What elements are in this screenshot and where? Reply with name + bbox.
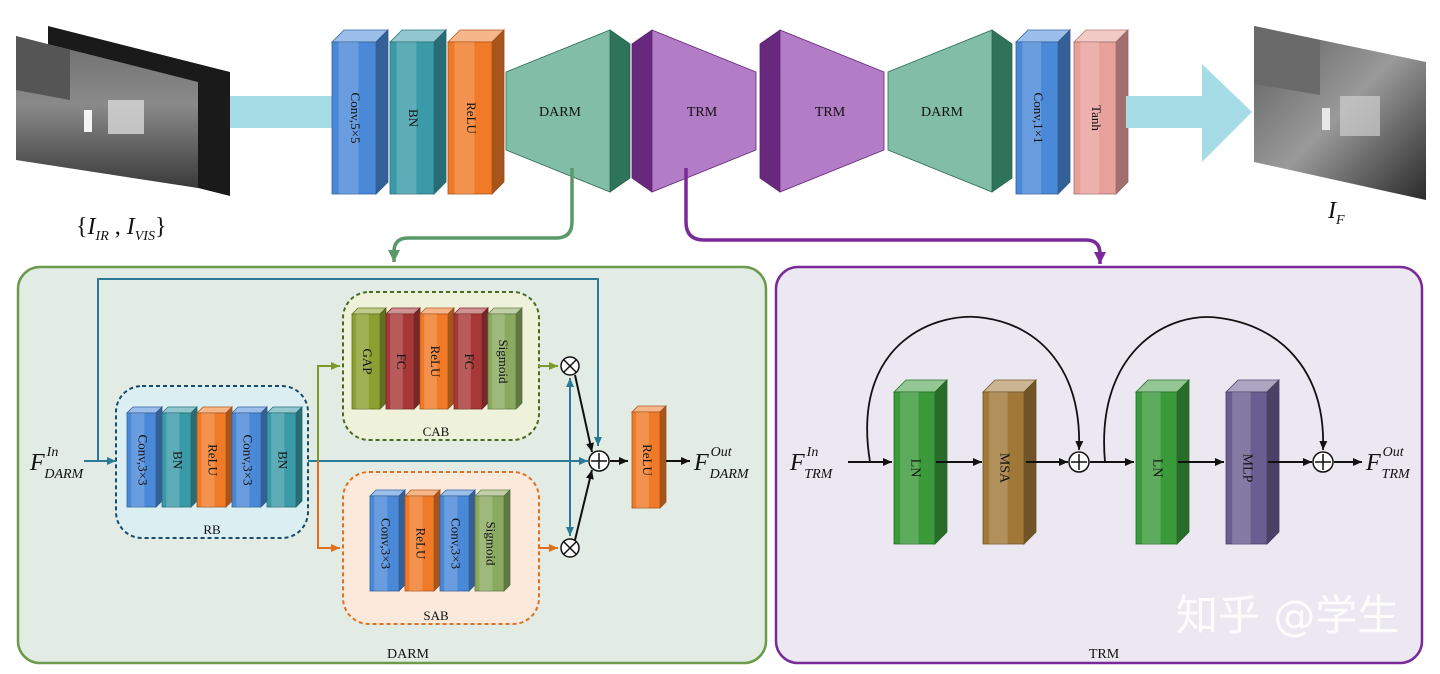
pipeline-trm-6: TRM bbox=[759, 29, 885, 193]
trm-block-msa-2-label: MSA bbox=[996, 453, 1011, 484]
trm-detail-connector bbox=[684, 168, 1106, 264]
rb-block-bn-5-label: BN bbox=[276, 451, 291, 470]
cab-block-relu-3: ReLU bbox=[419, 307, 455, 410]
darm-output-relu-block: ReLU bbox=[631, 405, 667, 509]
sab-block-conv-3-3-3-label: Conv,3×3 bbox=[449, 518, 464, 569]
rb-block-conv-3-3-4-label: Conv,3×3 bbox=[241, 435, 256, 486]
trm-block-ln-3-label: LN bbox=[1149, 459, 1164, 478]
rb-block-relu-3: ReLU bbox=[196, 406, 233, 508]
watermark: 知乎 @学生 bbox=[1176, 591, 1399, 640]
trm-block-mlp-4: MLP bbox=[1225, 379, 1280, 545]
darm-panel-title: DARM bbox=[387, 647, 430, 662]
pipeline-darm-7-label: DARM bbox=[921, 105, 964, 120]
cab-block-sigmoid-5: Sigmoid bbox=[487, 307, 523, 410]
pipeline: Conv,5×5 BN ReLU DARM TRM TRM DARM Conv,1×1 Tanh bbox=[331, 29, 1129, 195]
pipeline-trm-5-label: TRM bbox=[687, 105, 718, 120]
output-image bbox=[1254, 26, 1426, 200]
pipeline-bn-2-label: BN bbox=[406, 109, 421, 128]
pipeline-conv-5-5-1: Conv,5×5 bbox=[331, 29, 389, 195]
rb-block-conv-3-3-1-label: Conv,3×3 bbox=[136, 435, 151, 486]
trm-block-ln-1: LN bbox=[893, 379, 948, 545]
rb-block-bn-5: BN bbox=[266, 406, 303, 508]
pipeline-conv-1-1-8-label: Conv,1×1 bbox=[1031, 93, 1046, 144]
pipeline-trm-6-label: TRM bbox=[815, 105, 846, 120]
output-flow-arrow bbox=[1126, 64, 1252, 162]
trm-panel bbox=[774, 265, 1424, 665]
rb-block-relu-3-label: ReLU bbox=[206, 444, 221, 476]
sab-title: SAB bbox=[423, 608, 449, 623]
darm-detail-connector bbox=[388, 168, 574, 262]
pipeline-darm-4-label: DARM bbox=[539, 105, 582, 120]
darm-connections bbox=[84, 278, 690, 552]
sab-block-sigmoid-4: Sigmoid bbox=[474, 489, 511, 592]
darm-blocks: Conv,3×3 BN ReLU Conv,3×3 BN GAP FC ReLU FC Sigmo… bbox=[126, 307, 667, 592]
trm-block-msa-2: MSA bbox=[982, 379, 1037, 545]
input-label: {IIR , IVIS} bbox=[76, 214, 167, 244]
pipeline-conv-1-1-8: Conv,1×1 bbox=[1015, 29, 1071, 195]
pipeline-relu-3: ReLU bbox=[447, 29, 505, 195]
pipeline-conv-5-5-1-label: Conv,5×5 bbox=[348, 93, 363, 144]
cab-block-gap-1: GAP bbox=[351, 307, 387, 410]
multiply-node-sab bbox=[560, 538, 580, 558]
sab-block-conv-3-3-1: Conv,3×3 bbox=[369, 489, 406, 592]
cab-block-fc-2: FC bbox=[385, 307, 421, 410]
pipeline-bn-2: BN bbox=[389, 29, 447, 195]
pipeline-trm-5: TRM bbox=[631, 29, 757, 193]
sab-block-relu-2-label: ReLU bbox=[414, 528, 429, 560]
add-node-darm bbox=[588, 450, 610, 472]
cab-title: CAB bbox=[423, 424, 450, 439]
add-node-trm-2 bbox=[1312, 451, 1334, 473]
trm-block-mlp-4-label: MLP bbox=[1239, 454, 1254, 483]
cab-block-fc-2-label: FC bbox=[394, 354, 409, 370]
pipeline-darm-4: DARM bbox=[505, 29, 631, 193]
cab-block-fc-4-label: FC bbox=[462, 354, 477, 370]
output-label: IF bbox=[1327, 198, 1345, 228]
trm-block-ln-3: LN bbox=[1135, 379, 1190, 545]
rb-block-conv-3-3-1: Conv,3×3 bbox=[126, 406, 163, 508]
multiply-node-cab bbox=[560, 356, 580, 376]
cab-block-sigmoid-5-label: Sigmoid bbox=[496, 339, 511, 384]
rb-block-bn-2-label: BN bbox=[171, 451, 186, 470]
pipeline-relu-3-label: ReLU bbox=[464, 102, 479, 134]
rb-block-bn-2: BN bbox=[161, 406, 198, 508]
pipeline-tanh-9: Tanh bbox=[1073, 29, 1129, 195]
trm-connections bbox=[848, 315, 1362, 466]
input-flow-band bbox=[230, 96, 336, 128]
darm-output-relu-block-label: ReLU bbox=[640, 444, 655, 476]
rb-block-conv-3-3-4: Conv,3×3 bbox=[231, 406, 268, 508]
sab-block-relu-2: ReLU bbox=[404, 489, 441, 592]
cab-block-relu-3-label: ReLU bbox=[428, 346, 443, 378]
cab-block-fc-4: FC bbox=[453, 307, 489, 410]
pipeline-tanh-9-label: Tanh bbox=[1089, 105, 1104, 131]
trm-block-ln-1-label: LN bbox=[907, 459, 922, 478]
input-image-stack bbox=[16, 26, 230, 196]
sab-block-sigmoid-4-label: Sigmoid bbox=[484, 521, 499, 566]
cab-block-gap-1-label: GAP bbox=[360, 348, 375, 374]
rb-title: RB bbox=[203, 522, 221, 537]
sab-block-conv-3-3-1-label: Conv,3×3 bbox=[379, 518, 394, 569]
add-node-trm-1 bbox=[1068, 451, 1090, 473]
sab-block-conv-3-3-3: Conv,3×3 bbox=[439, 489, 476, 592]
trm-panel-title: TRM bbox=[1089, 647, 1120, 662]
pipeline-darm-7: DARM bbox=[887, 29, 1013, 193]
trm-blocks: LN MSA LN MLP bbox=[893, 379, 1280, 545]
